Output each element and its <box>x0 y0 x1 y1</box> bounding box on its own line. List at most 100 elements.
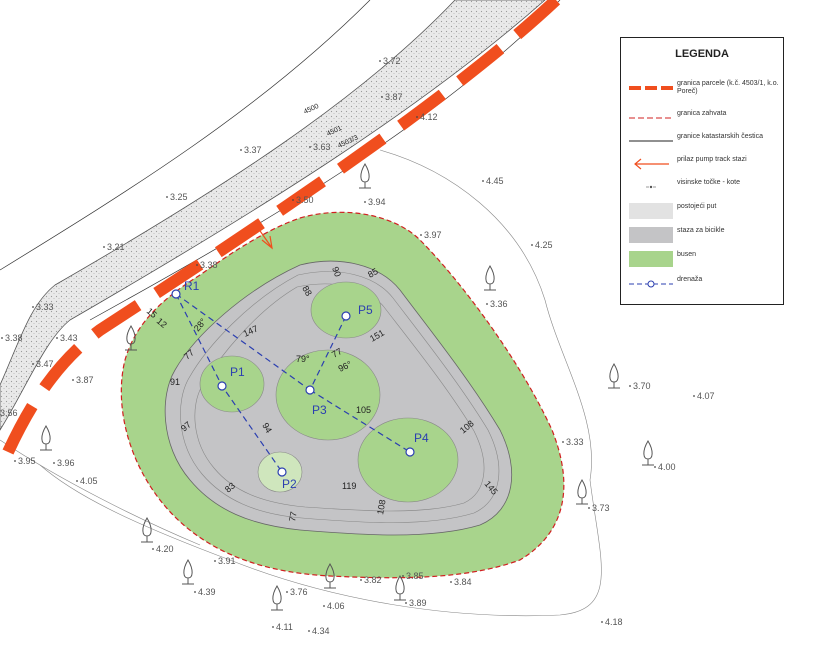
cadastral-line <box>0 0 371 271</box>
dimension-label: 97 <box>179 419 193 433</box>
dimension-label: 77 <box>330 346 344 360</box>
legend-item-scope-boundary: granica zahvata <box>621 108 783 130</box>
elevation-label: 4.05 <box>80 476 98 486</box>
elevation-point-marker <box>654 466 656 468</box>
elevation-label: 3.91 <box>218 556 236 566</box>
elevation-label: 3.96 <box>57 458 75 468</box>
thin-dashed-line-icon <box>629 117 673 119</box>
elevation-point-marker <box>1 337 3 339</box>
tree-icon <box>359 163 371 189</box>
elevation-point-marker <box>53 462 55 464</box>
thick-dashed-line-icon <box>629 86 673 90</box>
elevation-label: 3.94 <box>368 197 386 207</box>
drain-point-label: P3 <box>312 403 327 417</box>
arrow-icon <box>634 158 669 170</box>
drain-point-marker <box>171 289 181 299</box>
tree-icon <box>271 585 283 611</box>
elevation-label: 3.25 <box>170 192 188 202</box>
elevation-label: 3.73 <box>592 503 610 513</box>
elevation-label: 3.47 <box>36 359 54 369</box>
elevation-label: 3.84 <box>454 577 472 587</box>
tree-icon <box>394 575 406 601</box>
drain-point-marker <box>405 447 415 457</box>
tree-icon <box>125 325 137 351</box>
elevation-point-marker <box>693 395 695 397</box>
elevation-label: 3.21 <box>107 242 125 252</box>
drain-point-label: P4 <box>414 431 429 445</box>
elevation-point-marker <box>14 460 16 462</box>
grass-swatch <box>629 251 673 267</box>
elevation-point-marker <box>531 244 533 246</box>
elevation-label: 3.38 <box>5 333 23 343</box>
elevation-point-marker <box>364 201 366 203</box>
elevation-point-marker <box>103 246 105 248</box>
elevation-point-marker <box>381 96 383 98</box>
elevation-point-marker <box>420 234 422 236</box>
legend-label: granice katastarskih čestica <box>677 133 763 140</box>
dimension-label: 90 <box>330 265 343 278</box>
grass-island-p3 <box>275 349 381 441</box>
tree-icon <box>484 265 496 291</box>
drain-point-label: R1 <box>184 279 200 293</box>
elevation-label: 4.00 <box>658 462 676 472</box>
dimension-label: 91 <box>170 377 180 387</box>
elevation-label: 3.82 <box>364 575 382 585</box>
elevation-point-marker <box>588 507 590 509</box>
legend-item-drain: drenaža <box>621 274 783 296</box>
elevation-label: 3.33 <box>566 437 584 447</box>
drain-point-marker <box>341 311 351 321</box>
legend-label: postojeći put <box>677 203 717 210</box>
contour-line <box>39 149 602 617</box>
elevation-point-marker <box>405 602 407 604</box>
elevation-label: 3.87 <box>76 375 94 385</box>
elevation-label: 3.95 <box>18 456 36 466</box>
elevation-label: 3.72 <box>383 56 401 66</box>
legend-label: granica parcele (k.č. 4503/1, k.o. Poreč… <box>677 80 779 95</box>
legend-label: busen <box>677 251 697 258</box>
elevation-label: 3.43 <box>60 333 78 343</box>
elevation-label: 3.56 <box>0 408 18 418</box>
legend-label: visinske točke - kote <box>677 179 741 186</box>
dimension-label: 88 <box>300 284 314 298</box>
legend-item-road: postojeći put <box>621 201 783 223</box>
legend-item-cadastral: granice katastarskih čestica <box>621 131 783 153</box>
elevation-point-marker <box>486 303 488 305</box>
drain-point-marker <box>305 385 315 395</box>
elevation-point-marker <box>360 579 362 581</box>
elevation-point-marker <box>450 581 452 583</box>
drain-point-label: P1 <box>230 365 245 379</box>
dimension-label: 119 <box>342 481 356 491</box>
legend-label: granica zahvata <box>677 110 727 117</box>
elevation-point-marker <box>214 560 216 562</box>
elevation-label: 3.70 <box>633 381 651 391</box>
dimension-label: 79° <box>296 354 310 364</box>
existing-road <box>0 0 546 431</box>
elevation-point-marker <box>308 630 310 632</box>
grass-island-p1 <box>199 355 265 413</box>
elevation-point-marker <box>309 146 311 148</box>
elevation-point-marker <box>32 306 34 308</box>
tree-icon <box>141 517 153 543</box>
elevation-point-marker <box>76 480 78 482</box>
drain-point-marker <box>277 467 287 477</box>
legend-item-track: staza za bicikle <box>621 225 783 247</box>
elevation-label: 4.07 <box>697 391 715 401</box>
tree-icon <box>576 479 588 505</box>
elevation-label: 3.85 <box>406 571 424 581</box>
legend-title: LEGENDA <box>675 48 729 60</box>
elevation-label: 4.45 <box>486 176 504 186</box>
elevation-point-marker <box>272 626 274 628</box>
track-swatch <box>629 227 673 243</box>
elevation-label: 3.38 <box>200 260 218 270</box>
tree-icon <box>608 363 620 389</box>
elevation-point-icon <box>646 185 656 189</box>
road-swatch <box>629 203 673 219</box>
legend-item-elevation: visinske točke - kote <box>621 177 783 199</box>
dimension-label: 85 <box>366 266 380 280</box>
elevation-label: 4.20 <box>156 544 174 554</box>
legend-label: prilaz pump track stazi <box>677 156 747 163</box>
grass-island-p4 <box>357 417 459 503</box>
elevation-point-marker <box>601 621 603 623</box>
drain-point-label: P2 <box>282 477 297 491</box>
drain-point-marker <box>217 381 227 391</box>
